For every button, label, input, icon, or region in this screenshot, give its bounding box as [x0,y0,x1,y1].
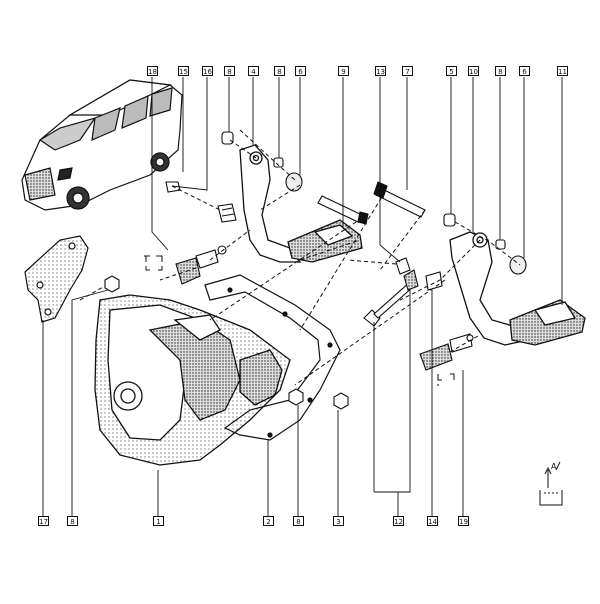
view-label-a: A [551,462,557,471]
callout-6b: 6 [519,66,530,76]
left-bracket-part [24,235,89,323]
callout-18: 18 [147,66,158,76]
callout-8b: 8 [274,66,285,76]
view-arrow-icon [539,461,563,506]
pushrod-assembly [363,257,443,327]
callout-15: 15 [178,66,189,76]
callout-8a: 8 [224,66,235,76]
callout-10: 10 [468,66,479,76]
pedal-box-housing [94,294,291,466]
callout-1: 1 [153,516,164,526]
callout-19: 19 [458,516,469,526]
callout-8c: 8 [495,66,506,76]
callout-13: 13 [375,66,386,76]
callout-6a: 6 [295,66,306,76]
hex-nuts [104,275,349,410]
dashed-guide-lines [79,129,521,386]
callout-2: 2 [263,516,274,526]
callout-8e: 8 [293,516,304,526]
callout-14: 14 [427,516,438,526]
callout-8d: 8 [67,516,78,526]
van-illustration [21,79,183,211]
callout-12: 12 [393,516,404,526]
callout-7: 7 [402,66,413,76]
callout-9: 9 [338,66,349,76]
callout-11: 11 [557,66,568,76]
brake-pedal [449,231,586,346]
gasket-outline [204,274,341,441]
bolts [317,181,426,225]
callout-leaders [42,77,563,516]
callout-3: 3 [333,516,344,526]
spring-clips [165,181,237,223]
callout-16: 16 [202,66,213,76]
clutch-pedal [239,144,363,263]
callout-17: 17 [38,516,49,526]
callout-4: 4 [248,66,259,76]
callout-5: 5 [446,66,457,76]
bracket-marks [144,255,455,386]
